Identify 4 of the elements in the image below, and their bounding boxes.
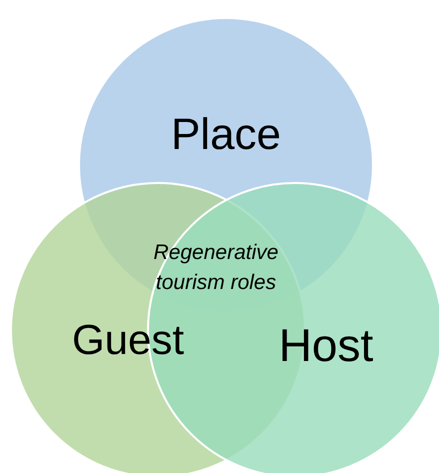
circle-label: Guest [72,316,184,364]
overlap-label: Regenerative tourism roles [152,240,280,296]
circle-label: Place [170,110,282,160]
circle-label: Host [278,318,374,372]
